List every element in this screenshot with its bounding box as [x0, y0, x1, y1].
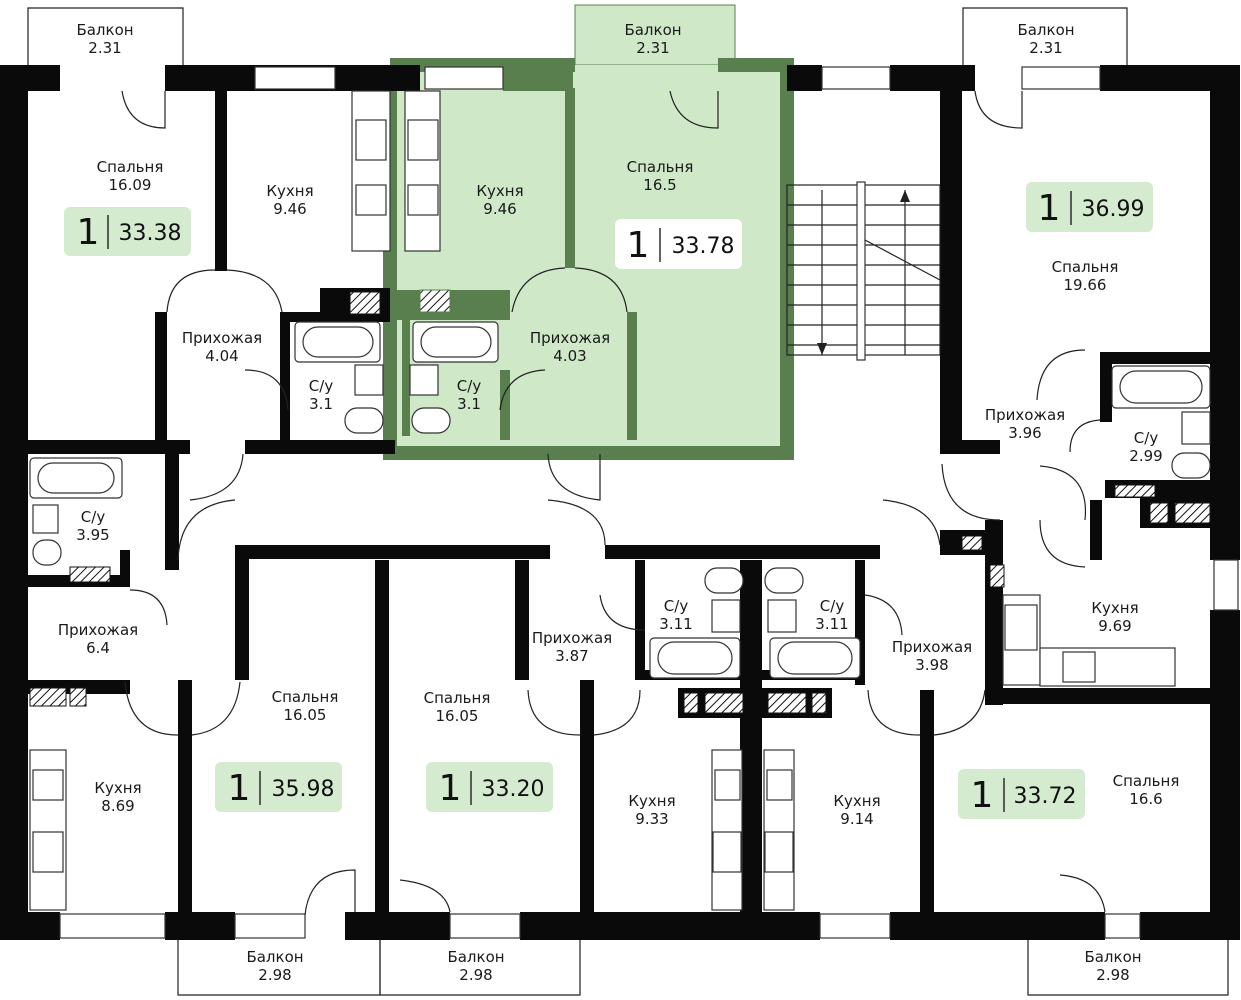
balcony-4-name: Балкон [246, 948, 303, 966]
balconies [27, 7, 1229, 996]
bath-d-name: С/у [81, 508, 106, 526]
kitchen-d-area: 8.69 [101, 797, 134, 815]
bath-c-name: С/у [1134, 429, 1159, 447]
fixtures [29, 90, 1211, 911]
apartment-rooms: 1 [1038, 188, 1061, 229]
bedroom-g-name: Спальня [1113, 772, 1180, 790]
balcony-5-name: Балкон [447, 948, 504, 966]
apartment-area: 36.99 [1082, 197, 1145, 222]
bath-c-area: 2.99 [1129, 447, 1162, 465]
apartment-badge-selected[interactable]: 1 33.78 [615, 219, 742, 269]
staircase [786, 181, 941, 361]
hall-f-area: 3.98 [915, 656, 948, 674]
apartment-rooms: 1 [228, 768, 251, 809]
apartment-badge[interactable]: 1 33.38 [64, 207, 191, 256]
bedroom-c-area: 19.66 [1064, 276, 1107, 294]
hall-e-name: Прихожая [532, 629, 612, 647]
kitchen-b-area: 9.46 [483, 200, 516, 218]
apartment-badge[interactable]: 1 35.98 [215, 762, 342, 812]
apartment-area: 35.98 [272, 777, 335, 802]
balcony-4-area: 2.98 [258, 966, 291, 984]
bedroom-c-name: Спальня [1052, 258, 1119, 276]
room-labels: Балкон 2.31 Балкон 2.31 Балкон 2.31 Балк… [58, 21, 1180, 984]
hall-a-name: Прихожая [182, 329, 262, 347]
apartment-area: 33.38 [119, 221, 182, 246]
balcony-1-area: 2.31 [88, 39, 121, 57]
balcony-3-area: 2.31 [1029, 39, 1062, 57]
bath-a-area: 3.1 [309, 395, 333, 413]
apartment-area: 33.20 [482, 777, 545, 802]
bedroom-d-area: 16.05 [284, 706, 327, 724]
bedroom-b-area: 16.5 [643, 176, 676, 194]
apartment-badge[interactable]: 1 33.72 [958, 769, 1085, 819]
apartment-area: 33.78 [672, 234, 735, 259]
bedroom-e-area: 16.05 [436, 707, 479, 725]
hall-a-area: 4.04 [205, 347, 238, 365]
kitchen-f-area: 9.14 [840, 810, 873, 828]
bath-b-area: 3.1 [457, 395, 481, 413]
kitchen-g-name: Кухня [1091, 599, 1138, 617]
bedroom-g-area: 16.6 [1129, 790, 1162, 808]
kitchen-g-area: 9.69 [1098, 617, 1131, 635]
balcony-5-area: 2.98 [459, 966, 492, 984]
apartment-rooms: 1 [77, 212, 100, 253]
apartment-rooms: 1 [627, 225, 650, 266]
balcony-3-name: Балкон [1017, 21, 1074, 39]
balcony-2-name: Балкон [624, 21, 681, 39]
hall-b-name: Прихожая [530, 329, 610, 347]
hall-c-area: 3.96 [1008, 424, 1041, 442]
door-swings [121, 90, 1106, 916]
apartment-badge[interactable]: 1 33.20 [426, 762, 553, 812]
apartment-area: 33.72 [1014, 784, 1077, 809]
bedroom-d-name: Спальня [272, 688, 339, 706]
bath-a-name: С/у [309, 377, 334, 395]
balcony-6-name: Балкон [1084, 948, 1141, 966]
ventilation-ducts [29, 291, 1211, 714]
bath-b-name: С/у [457, 377, 482, 395]
apartment-badge[interactable]: 1 36.99 [1026, 182, 1153, 232]
hall-d-area: 6.4 [86, 639, 110, 657]
bath-f-name: С/у [820, 597, 845, 615]
bedroom-b-name: Спальня [627, 158, 694, 176]
kitchen-a-area: 9.46 [273, 200, 306, 218]
bath-f-area: 3.11 [815, 615, 848, 633]
kitchen-f-name: Кухня [833, 792, 880, 810]
kitchen-a-name: Кухня [266, 182, 313, 200]
hall-e-area: 3.87 [555, 647, 588, 665]
balcony-2-area: 2.31 [636, 39, 669, 57]
bedroom-a-name: Спальня [97, 158, 164, 176]
hall-b-area: 4.03 [553, 347, 586, 365]
kitchen-d-name: Кухня [94, 779, 141, 797]
selected-apartment-highlight[interactable] [383, 4, 794, 460]
apartment-rooms: 1 [439, 768, 462, 809]
hall-f-name: Прихожая [892, 638, 972, 656]
hall-c-name: Прихожая [985, 406, 1065, 424]
balcony-6-area: 2.98 [1096, 966, 1129, 984]
hall-d-name: Прихожая [58, 621, 138, 639]
bath-e-name: С/у [664, 597, 689, 615]
windows [59, 66, 1239, 939]
kitchen-b-name: Кухня [476, 182, 523, 200]
apartment-rooms: 1 [971, 775, 994, 816]
bath-d-area: 3.95 [76, 526, 109, 544]
balcony-1-name: Балкон [76, 21, 133, 39]
kitchen-e-name: Кухня [628, 792, 675, 810]
kitchen-e-area: 9.33 [635, 810, 668, 828]
bath-e-area: 3.11 [659, 615, 692, 633]
bedroom-a-area: 16.09 [109, 176, 152, 194]
bedroom-e-name: Спальня [424, 689, 491, 707]
